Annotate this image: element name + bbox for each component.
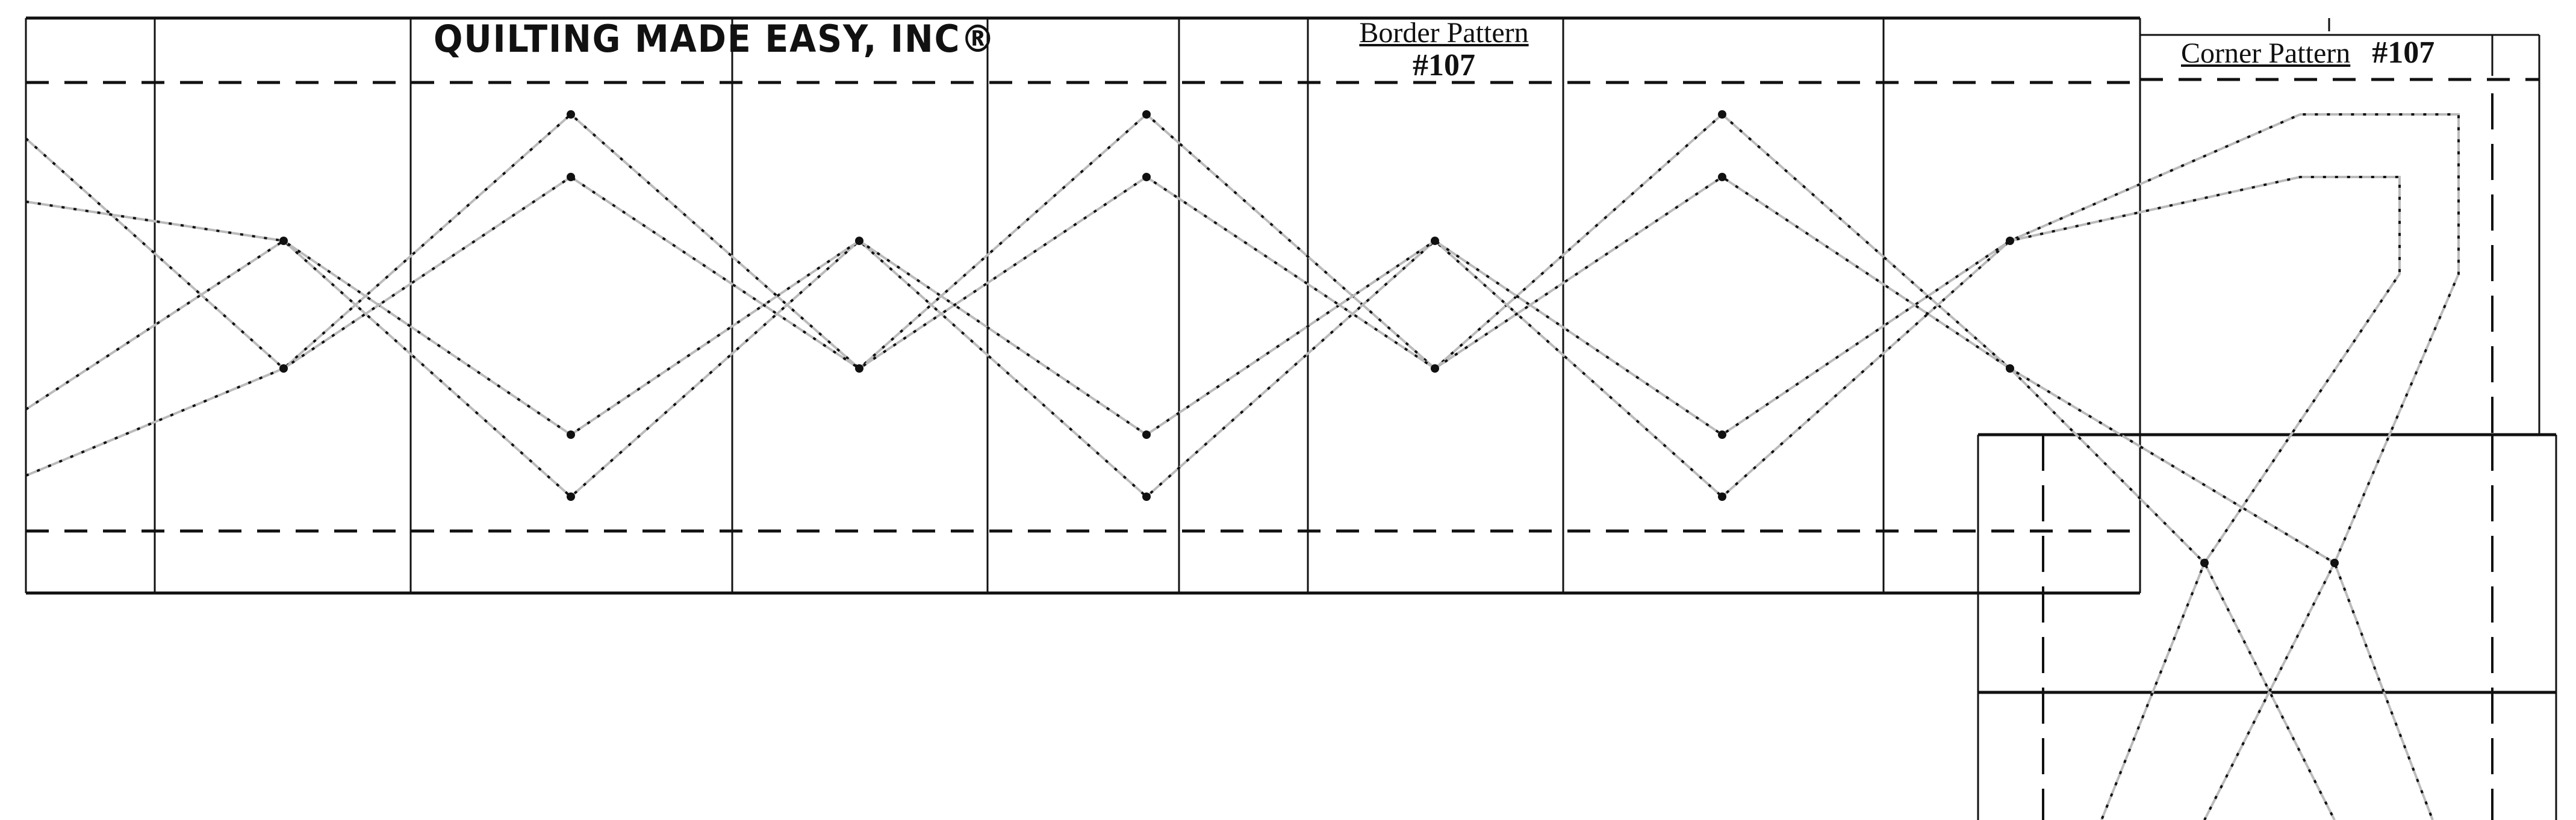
stitch-point-dot (279, 364, 288, 373)
stitch-point-dot (279, 237, 288, 245)
border-pattern-number: #107 (1413, 48, 1475, 82)
stitch-point-dot (2006, 364, 2014, 373)
stitch-point-dot (1142, 110, 1151, 119)
stitch-point-dot (1431, 364, 1439, 373)
stitch-point-dot (1431, 237, 1439, 245)
stitch-point-dot (2006, 237, 2014, 245)
stitch-point-dot (1142, 492, 1151, 501)
stitch-point-dot (1718, 110, 1726, 119)
stitch-point-dot (855, 237, 863, 245)
stitch-point-dot (567, 430, 575, 439)
stitch-lines (25, 110, 2460, 820)
border-block (25, 16, 2330, 595)
corner-pattern-title: Corner Pattern #107 (2181, 35, 2434, 70)
stitch-point-dot (2330, 559, 2339, 567)
stitch-point-dot (567, 110, 575, 119)
lower-corner-block (1977, 433, 2557, 820)
corner-block (2140, 34, 2540, 435)
stitch-point-dot (2200, 559, 2209, 567)
corner-pattern-number: #107 (2372, 36, 2435, 70)
stitch-point-dot (1142, 430, 1151, 439)
stitch-point-dot (1718, 430, 1726, 439)
stitch-point-dot (567, 173, 575, 181)
stitch-point-dot (855, 364, 863, 373)
brand-logo: QUILTING MADE EASY, INC® (434, 17, 997, 61)
border-pattern-label: Border Pattern (1359, 17, 1529, 49)
stitch-point-dot (1718, 492, 1726, 501)
stitch-point-dot (1142, 173, 1151, 181)
block-dividers (154, 18, 2330, 593)
stitch-point-dot (567, 492, 575, 501)
stitch-point-dot (1718, 173, 1726, 181)
corner-pattern-label: Corner Pattern (2181, 37, 2351, 69)
border-pattern-title: Border Pattern #107 (1345, 17, 1543, 82)
